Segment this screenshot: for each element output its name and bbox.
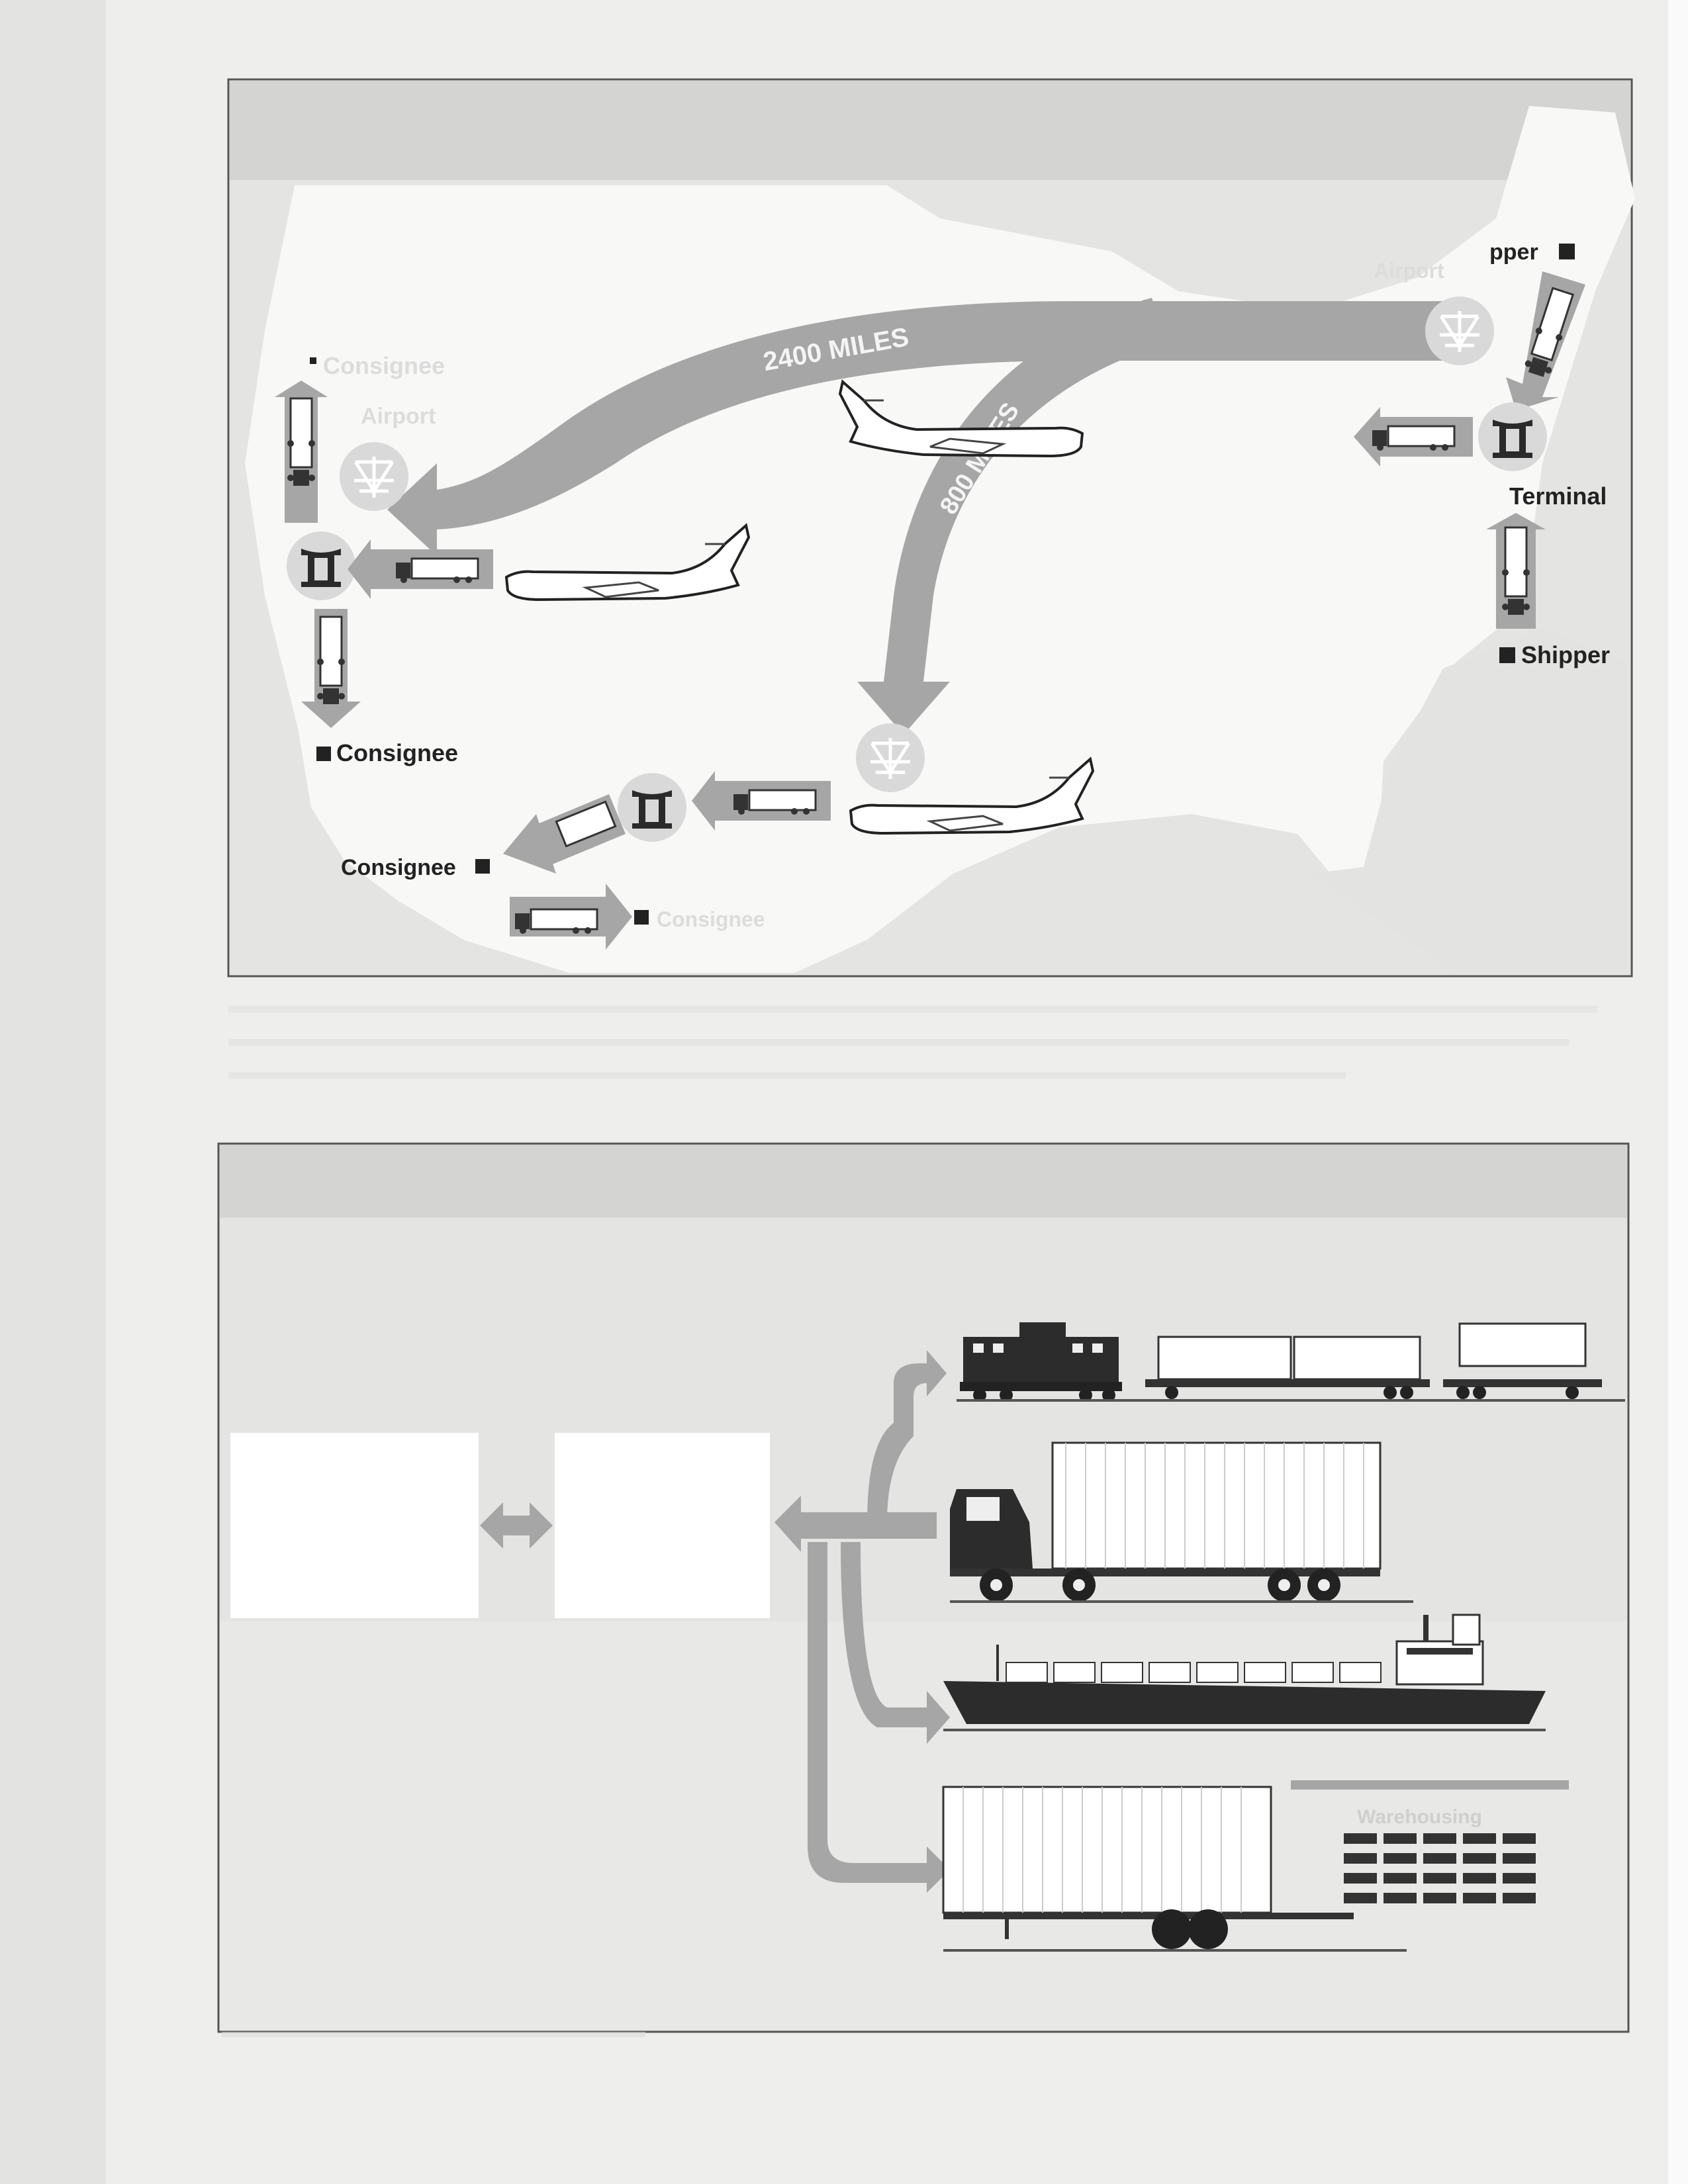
consignee-north-label: Consignee <box>323 352 445 379</box>
caption-line-2 <box>228 1039 1625 1046</box>
shipper-marker <box>1499 647 1515 663</box>
consignee-left-label: Consignee <box>341 855 456 880</box>
airport-icon <box>856 723 925 792</box>
consignee-south-label: Consignee <box>336 739 458 766</box>
ship-icon <box>943 1614 1546 1731</box>
terminal-icon <box>287 531 355 600</box>
map-sky-band <box>230 81 1630 180</box>
terminal-icon <box>1478 402 1547 471</box>
consignee-marker <box>310 357 316 364</box>
double-arrow <box>480 1502 553 1549</box>
warehouse-dock-icon: Warehousing <box>1291 1780 1569 1903</box>
consignee-marker <box>634 910 649 925</box>
airport-icon <box>340 442 408 511</box>
distribution-arrows <box>774 1350 950 1893</box>
trailer-icon <box>942 1786 1407 1952</box>
shipper-marker <box>1559 244 1575 259</box>
modes-sky-band <box>220 1145 1627 1218</box>
terminal-panel <box>555 1433 770 1618</box>
page-right-edge <box>1668 0 1688 2184</box>
locomotive-icon <box>960 1322 1122 1402</box>
origin-panel <box>230 1433 479 1618</box>
east-airport-label: Airport <box>1374 259 1444 283</box>
shipper-south-label: Shipper <box>1521 641 1610 668</box>
airport-icon <box>1425 296 1494 365</box>
caption-line-3 <box>228 1072 1625 1079</box>
shipper-north-label: pper <box>1489 240 1538 265</box>
map-figure: 2400 MILES 800 MILES Consignee Airport C… <box>227 78 1635 978</box>
warehouse-sign: Warehousing <box>1357 1806 1482 1828</box>
page-footer <box>222 2032 645 2037</box>
west-airport-label: Airport <box>361 404 436 429</box>
route-2400-arrow <box>387 301 1456 556</box>
terminal-label: Terminal <box>1509 482 1607 510</box>
flatcar-icon <box>1145 1336 1430 1399</box>
caption-line-1 <box>228 1006 1625 1013</box>
terminal-icon <box>618 773 686 842</box>
consignee-marker <box>316 747 331 761</box>
route-800-arrow <box>857 298 1165 735</box>
flatcar-icon <box>1443 1322 1602 1399</box>
page-left-margin <box>0 0 106 2184</box>
modes-figure: Warehousing <box>217 1142 1630 2033</box>
truck-icon <box>950 1441 1413 1603</box>
consignee-marker <box>475 859 490 874</box>
consignee-right-label: Consignee <box>657 907 765 931</box>
